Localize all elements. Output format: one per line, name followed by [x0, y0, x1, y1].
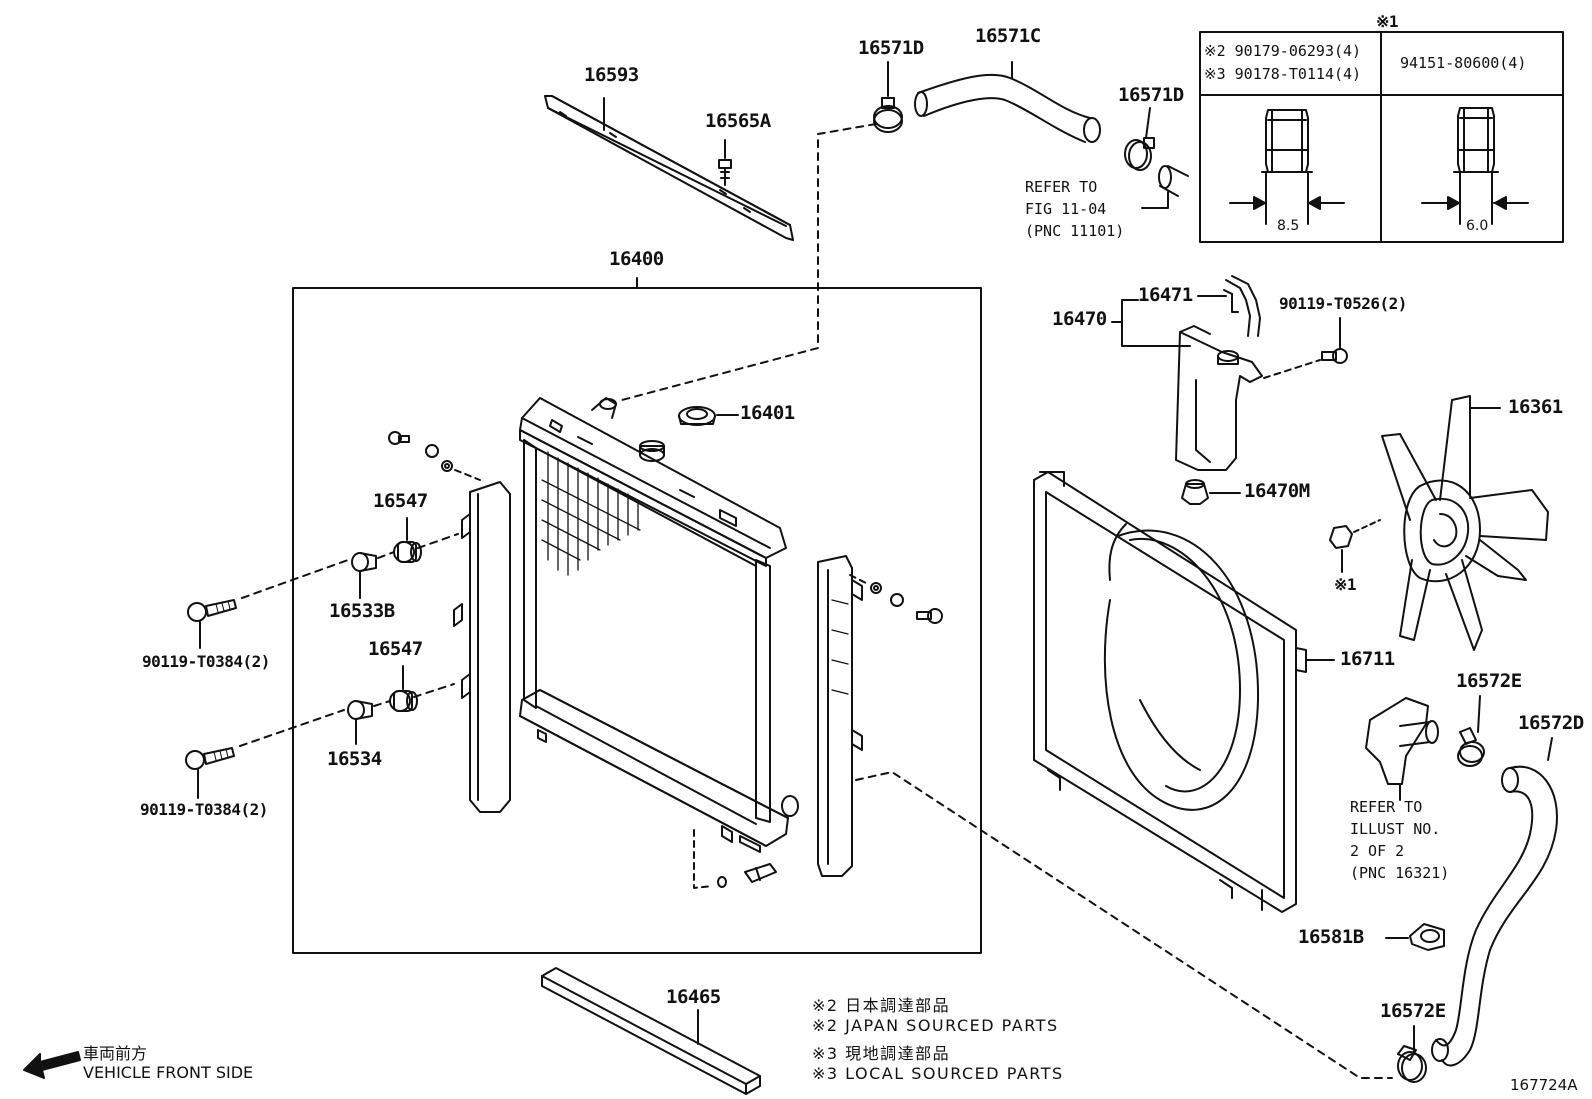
callout-16571C: 16571C — [975, 25, 1041, 47]
nut-spec-table — [1199, 31, 1564, 243]
callout-16565A: 16565A — [705, 110, 771, 132]
direction-label-jp: 車両前方 — [83, 1044, 148, 1063]
refer-note-fig-11-04: REFER TO FIG 11-04 (PNC 11101) — [1025, 178, 1125, 240]
coolant-reservoir — [1175, 325, 1263, 471]
legend-line-2: ※2 JAPAN SOURCED PARTS — [812, 1016, 1059, 1035]
bracket-16470 — [1121, 299, 1133, 347]
callout-16572E-upper: 16572E — [1456, 670, 1522, 692]
reservoir-hose-16471 — [1223, 275, 1261, 337]
lower-hose-16572D — [1431, 765, 1558, 1067]
legend-line-1: ※2 日本調達部品 — [812, 996, 951, 1015]
callout-16581B: 16581B — [1298, 926, 1364, 948]
bolt-90119-T0384-upper — [187, 599, 237, 622]
nut-right-dimension: 6.0 — [1466, 218, 1489, 234]
nut-left-dimension: 8.5 — [1277, 218, 1300, 234]
callout-16534: 16534 — [327, 748, 382, 770]
bolt-90119-T0526 — [1321, 348, 1348, 364]
right-side-seal — [817, 555, 863, 877]
callout-16711: 16711 — [1340, 648, 1395, 670]
callout-16572E-lower: 16572E — [1380, 1000, 1446, 1022]
upper-hose — [914, 73, 1101, 143]
callout-16571D-left: 16571D — [858, 37, 924, 59]
clip-16565A — [718, 159, 732, 186]
seal-strip-16465 — [541, 967, 761, 1095]
left-side-seal — [453, 481, 511, 813]
nut-table-left-line1: ※2 90179-06293(4) — [1204, 42, 1362, 60]
nut-table-right-header: 94151-80600(4) — [1400, 54, 1527, 72]
callout-16547-lower: 16547 — [368, 638, 423, 660]
callout-90119-T0526: 90119-T0526(2) — [1279, 294, 1407, 313]
callout-16471: 16471 — [1138, 284, 1193, 306]
cushion-16547-upper — [393, 541, 422, 563]
radiator-core — [519, 397, 799, 853]
callout-16400: 16400 — [609, 248, 664, 270]
callout-90119-T0384-lower: 90119-T0384(2) — [140, 800, 268, 819]
water-inlet-housing — [1365, 697, 1439, 785]
refer-note-illust-2: REFER TO ILLUST NO. 2 OF 2 (PNC 16321) — [1350, 798, 1450, 882]
callout-fan-nut-mark: ※1 — [1334, 575, 1357, 594]
nut-table-left-line2: ※3 90178-T0114(4) — [1204, 65, 1362, 83]
fasteners-left-top — [388, 431, 453, 472]
direction-label-en: VEHICLE FRONT SIDE — [83, 1063, 254, 1082]
callout-16572D: 16572D — [1518, 712, 1584, 734]
front-direction-arrow — [23, 1051, 81, 1079]
callout-16470M: 16470M — [1244, 480, 1310, 502]
drain-plug — [717, 863, 777, 888]
callout-90119-T0384-upper: 90119-T0384(2) — [142, 652, 270, 671]
hose-clamp-16571D-left — [873, 97, 903, 133]
bolt-90119-T0384-lower — [185, 747, 235, 770]
hose-clamp-16571D-right — [1124, 137, 1155, 171]
callout-16571D-right: 16571D — [1118, 84, 1184, 106]
hose-clamp-16572E-upper — [1457, 727, 1485, 767]
callout-16465: 16465 — [666, 986, 721, 1008]
figure-id: 167724A — [1510, 1076, 1578, 1094]
callout-16470: 16470 — [1052, 308, 1107, 330]
reservoir-grommet-16470M — [1181, 479, 1209, 505]
legend-line-4: ※3 LOCAL SOURCED PARTS — [812, 1064, 1064, 1083]
cooling-fan — [1381, 395, 1549, 651]
dashed-assembly-line-lower — [855, 771, 1393, 1079]
clip-16581B — [1409, 923, 1445, 951]
radiator-cap — [678, 406, 716, 426]
fan-nut — [1329, 525, 1353, 549]
hose-clamp-16572E-lower — [1397, 1045, 1427, 1083]
callout-16593: 16593 — [584, 64, 639, 86]
callout-16547-upper: 16547 — [373, 490, 428, 512]
callout-16533B: 16533B — [329, 600, 395, 622]
legend-line-3: ※3 現地調達部品 — [812, 1044, 951, 1063]
collar-16534 — [347, 700, 373, 720]
dashed-assembly-line-upper — [621, 123, 877, 401]
radiator-support-bracket — [544, 95, 794, 241]
fasteners-right-top — [870, 582, 943, 624]
cushion-16547-lower — [389, 690, 418, 712]
callout-16361: 16361 — [1508, 396, 1563, 418]
engine-outlet-pipe — [1158, 165, 1189, 197]
nut-table-mark: ※1 — [1376, 12, 1399, 31]
collar-16533B — [351, 552, 377, 572]
radiator-assembly-box — [292, 287, 982, 954]
callout-16401: 16401 — [740, 402, 795, 424]
fan-shroud — [1033, 471, 1307, 913]
